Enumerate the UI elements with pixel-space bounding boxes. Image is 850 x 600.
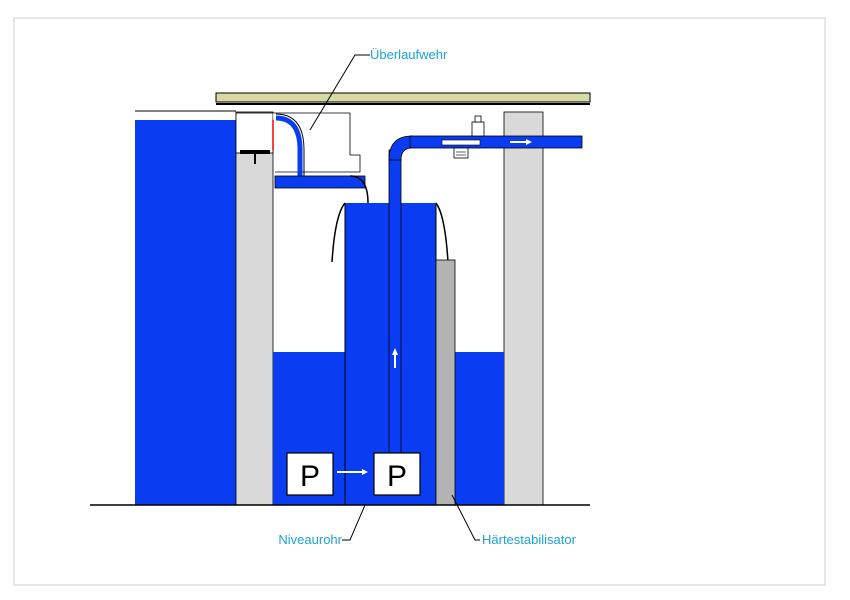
chamber-flap-left [331, 202, 346, 263]
weir-post [240, 150, 270, 154]
arrow-up-icon [392, 348, 398, 368]
overflow-pipe-outline [275, 113, 305, 180]
pump-left-label: P [300, 460, 320, 493]
overflow-weir-label: Überlaufwehr [370, 47, 448, 62]
pump-right: P [373, 452, 421, 496]
hardness-stabilizer-leader [451, 494, 480, 541]
return-pipe-horizontal [409, 135, 583, 149]
hardness-stabilizer-label: Härtestabilisator [482, 532, 577, 547]
drain-tray [274, 175, 366, 189]
pump-right-label: P [387, 460, 407, 493]
left-wall [235, 111, 274, 506]
level-pipe-label: Niveaurohr [278, 532, 342, 547]
arrow-right-icon [510, 139, 532, 145]
overflow-weir-leader [309, 54, 370, 131]
overflow-weir-box [235, 112, 274, 154]
pump-flow-arrow-icon [337, 469, 368, 475]
pump-left: P [286, 452, 334, 496]
chamber-flap-right [435, 202, 449, 263]
drain-hose [349, 175, 369, 204]
left-tank-water [135, 120, 237, 505]
overflow-pipe [275, 115, 303, 180]
right-wall [503, 111, 544, 506]
top-cover [215, 92, 591, 103]
valve-icon [441, 115, 485, 159]
return-pipe-vertical [388, 149, 402, 461]
hardness-stabilizer-tube [435, 259, 456, 506]
level-pipe-leader [342, 504, 366, 541]
